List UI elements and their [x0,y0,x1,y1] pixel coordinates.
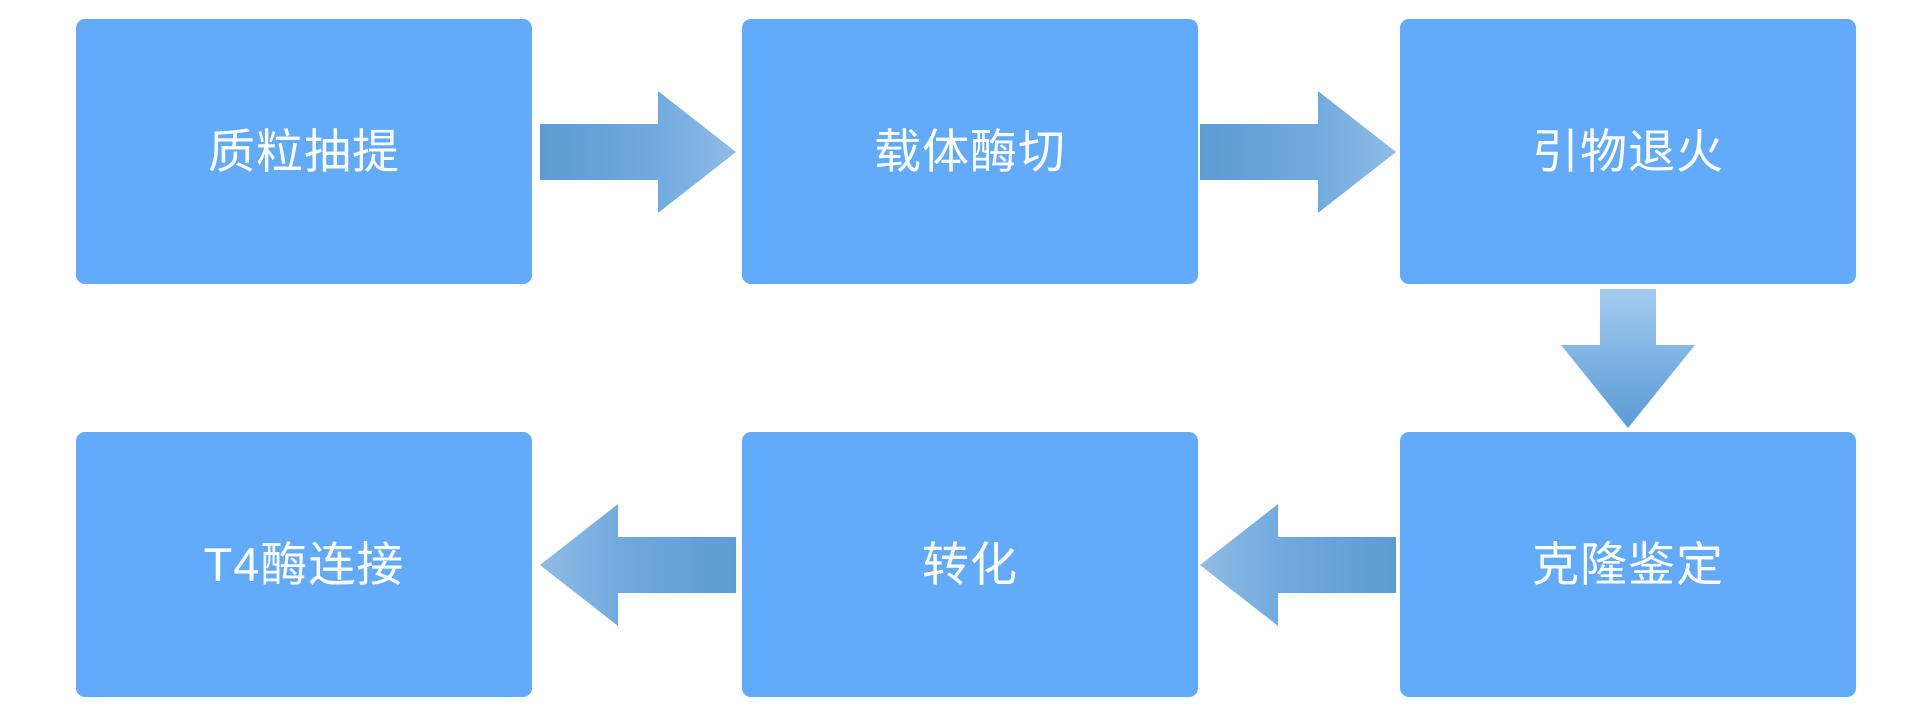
arrow-left-step5-to-step6 [540,500,736,630]
arrow-left-step4-to-step5 [1200,500,1396,630]
process-node-primer-annealing[interactable]: 引物退火 [1400,19,1856,284]
process-node-vector-digestion[interactable]: 载体酶切 [742,19,1198,284]
arrow-left-icon [1200,504,1396,626]
process-node-transformation[interactable]: 转化 [742,432,1198,697]
node-label: 转化 [922,537,1018,591]
process-node-clone-identification[interactable]: 克隆鉴定 [1400,432,1856,697]
arrow-down-icon [1561,289,1695,428]
arrow-right-icon [540,91,736,213]
arrow-right-step1-to-step2 [540,87,736,217]
node-label: 载体酶切 [874,124,1066,178]
node-label: 质粒抽提 [208,124,400,178]
arrow-right-step2-to-step3 [1200,87,1396,217]
arrow-right-icon [1200,91,1396,213]
process-node-plasmid-extraction[interactable]: 质粒抽提 [76,19,532,284]
arrow-left-icon [540,504,736,626]
node-label: 引物退火 [1532,124,1724,178]
node-label: 克隆鉴定 [1532,537,1724,591]
node-label: T4酶连接 [203,537,405,591]
process-node-t4-ligase-ligation[interactable]: T4酶连接 [76,432,532,697]
arrow-down-step3-to-step4 [1557,289,1699,428]
